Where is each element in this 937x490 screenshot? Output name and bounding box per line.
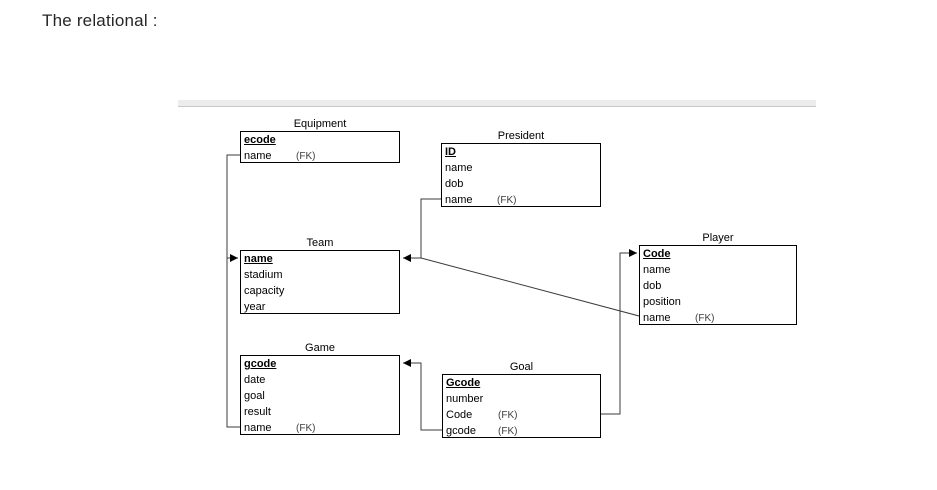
field-name: name — [445, 162, 473, 174]
entity-team[interactable]: Team name stadium capacity year — [240, 237, 400, 315]
field-name: capacity — [244, 285, 285, 297]
field-name: ecode — [244, 134, 276, 146]
field-name: name — [244, 422, 272, 434]
fk-label: (FK) — [296, 151, 316, 162]
field-row: capacity — [241, 283, 399, 299]
entity-game[interactable]: Game gcode date goal result name (FK) — [240, 342, 400, 436]
fk-label: (FK) — [498, 410, 518, 421]
entity-title: Player — [702, 232, 734, 244]
field-row: gcode (FK) — [443, 423, 600, 439]
field-row: name — [442, 160, 600, 176]
field-row: name (FK) — [241, 420, 399, 436]
fk-label: (FK) — [695, 313, 715, 324]
field-name: gcode — [244, 358, 277, 370]
field-name: Gcode — [446, 377, 481, 389]
field-row: number — [443, 391, 600, 407]
field-name: result — [244, 406, 271, 418]
field-row: dob — [442, 176, 600, 192]
entity-fields: ID name dob name (FK) — [442, 144, 600, 208]
field-row: name — [640, 262, 796, 278]
field-name: number — [446, 393, 484, 405]
field-row: Gcode — [443, 375, 600, 391]
entity-fields: Code name dob position name (FK) — [640, 246, 796, 326]
field-row: year — [241, 299, 399, 315]
field-row: name (FK) — [640, 310, 796, 326]
field-row: name (FK) — [241, 148, 399, 164]
connector-player-team — [420, 257, 640, 317]
connector-goal-game — [403, 359, 442, 431]
field-name: name — [445, 194, 473, 206]
field-name: name — [643, 264, 671, 276]
field-row: name — [241, 251, 399, 267]
entity-title: Game — [305, 342, 335, 354]
field-name: stadium — [244, 269, 283, 281]
field-name: dob — [643, 280, 662, 292]
fk-label: (FK) — [498, 426, 518, 437]
connector-president-team — [403, 198, 441, 262]
entity-title: Team — [306, 237, 334, 249]
field-row: position — [640, 294, 796, 310]
field-name: ID — [445, 146, 456, 158]
fk-label: (FK) — [497, 195, 517, 206]
page-title: The relational : — [42, 11, 158, 30]
field-name: Code — [446, 409, 473, 421]
entity-fields: gcode date goal result name (FK) — [241, 356, 399, 436]
field-name: position — [643, 296, 681, 308]
field-name: name — [643, 312, 671, 324]
field-row: dob — [640, 278, 796, 294]
field-name: name — [244, 253, 273, 265]
entity-equipment[interactable]: Equipment ecode name (FK) — [240, 118, 400, 164]
field-row: result — [241, 404, 399, 420]
field-name: gcode — [446, 425, 476, 437]
fk-label: (FK) — [296, 423, 316, 434]
field-name: dob — [445, 178, 464, 190]
connector-goal-player — [601, 249, 637, 415]
entity-fields: name stadium capacity year — [241, 251, 399, 315]
field-row: stadium — [241, 267, 399, 283]
field-row: gcode — [241, 356, 399, 372]
entity-president[interactable]: President ID name dob name (FK) — [441, 130, 601, 208]
field-name: goal — [244, 390, 265, 402]
horizontal-scrollbar[interactable] — [178, 100, 816, 107]
field-name: Code — [643, 248, 671, 260]
field-row: Code (FK) — [443, 407, 600, 423]
connector-equipment-game-team — [226, 154, 240, 428]
field-row: Code — [640, 246, 796, 262]
field-row: ecode — [241, 132, 399, 148]
field-row: date — [241, 372, 399, 388]
field-row: name (FK) — [442, 192, 600, 208]
field-row: goal — [241, 388, 399, 404]
entity-title: President — [497, 130, 545, 142]
entity-player[interactable]: Player Code name dob position name (FK) — [639, 232, 797, 326]
field-name: date — [244, 374, 266, 386]
entity-title: Equipment — [293, 118, 347, 130]
entity-fields: ecode name (FK) — [241, 132, 399, 164]
field-name: name — [244, 150, 272, 162]
field-name: year — [244, 301, 266, 313]
entity-title: Goal — [509, 361, 534, 373]
field-row: ID — [442, 144, 600, 160]
